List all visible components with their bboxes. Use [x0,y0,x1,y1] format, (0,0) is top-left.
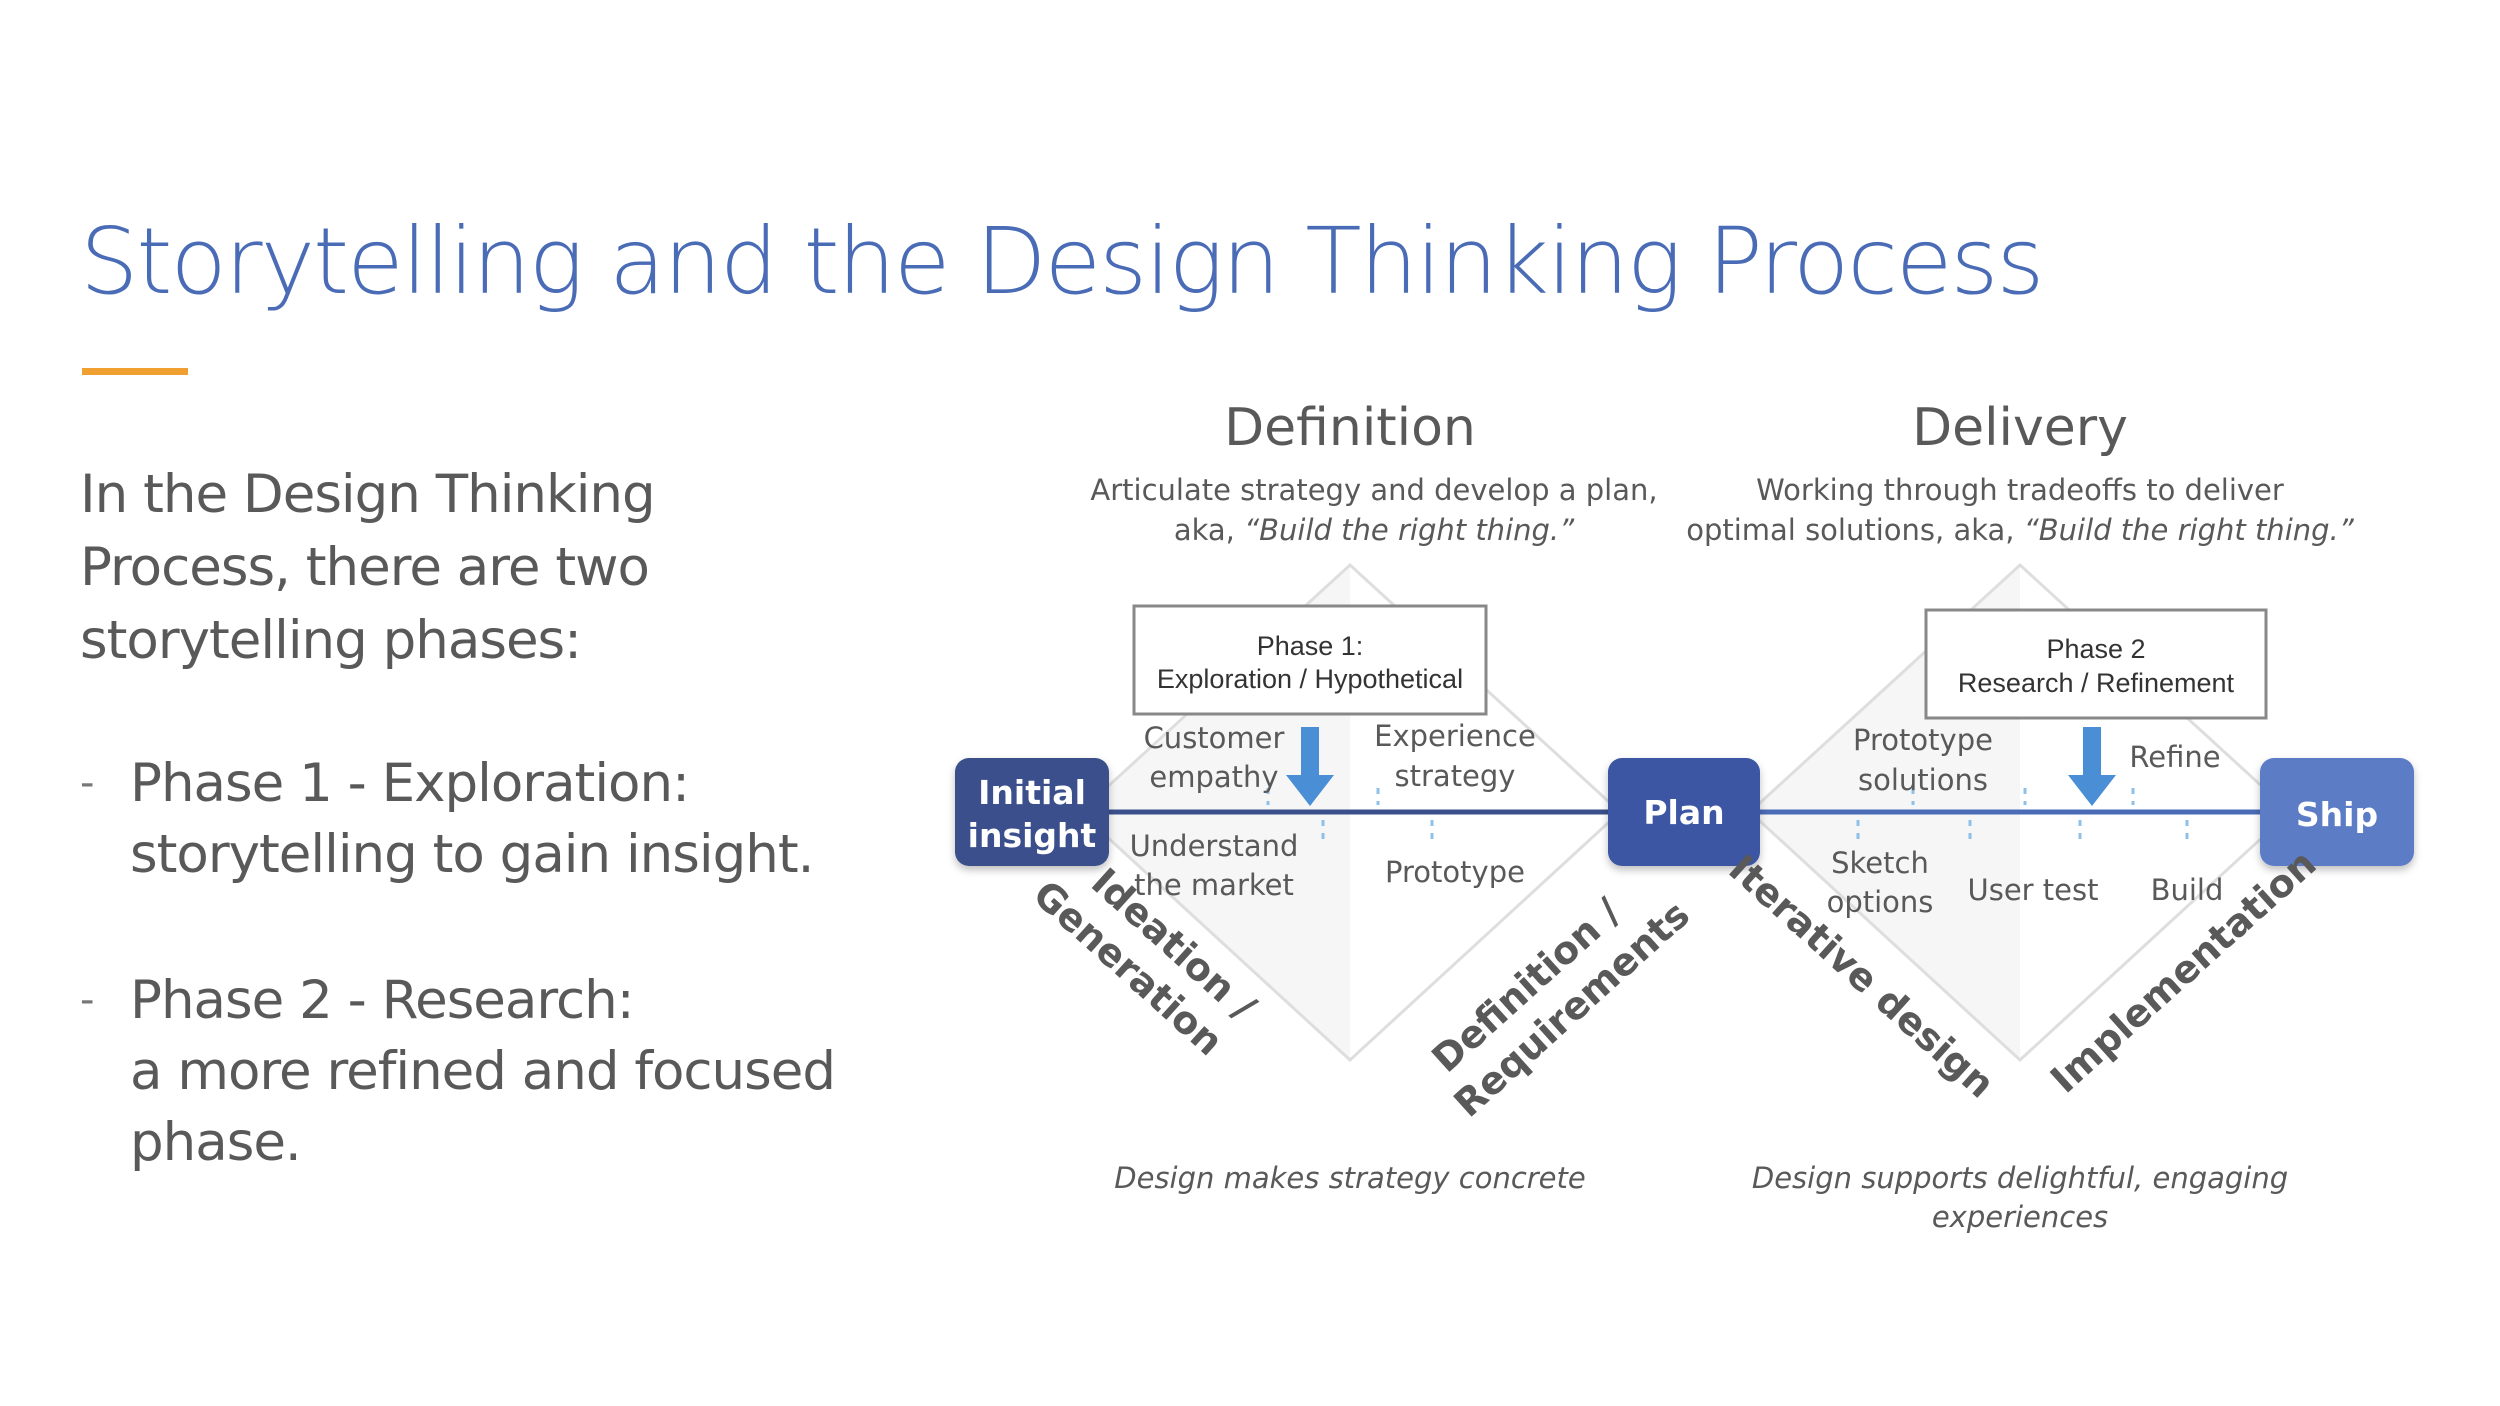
step-user-test: User test [1967,873,2098,907]
step-prototype-solutions-2: solutions [1858,763,1988,797]
step-customer-empathy-2: empathy [1149,760,1278,794]
phase-1-arrow-icon [1286,727,1334,806]
step-prototype: Prototype [1385,855,1525,889]
bullet-phase-2: - Phase 2 - Research: a more refined and… [80,965,860,1178]
phase-1-line2: Exploration / Hypothetical [1157,664,1463,694]
delivery-desc-line2: optimal solutions, aka, “Build the right… [1686,513,2355,547]
step-prototype-solutions-1: Prototype [1853,723,1993,757]
bullet-line: Phase 2 - Research: [130,970,635,1031]
step-sketch-options-2: options [1827,885,1934,919]
intro-text: In the Design Thinking Process, there ar… [80,464,656,671]
phase-1-line1: Phase 1: [1257,631,1364,661]
bullet-dash: - [80,977,94,1023]
definition-desc-quote: “Build the right thing.” [1244,513,1575,547]
bullet-phase-1: - Phase 1 - Exploration: storytelling to… [80,748,860,890]
delivery-caption-line2: experiences [1932,1200,2108,1234]
step-experience-strategy-1: Experience [1374,719,1536,753]
node-ship: Ship [2260,758,2414,866]
step-understand-market-1: Understand [1130,829,1299,863]
delivery-heading: Delivery [1912,398,2128,458]
node-plan: Plan [1608,758,1760,866]
step-experience-strategy-2: strategy [1395,759,1516,793]
node-initial-insight: Initial insight [955,758,1109,866]
delivery-desc-quote: “Build the right thing.” [2024,513,2355,547]
bullet-line: phase. [130,1112,302,1173]
phase-1-box: Phase 1: Exploration / Hypothetical [1132,604,1488,716]
step-tick-marks [1266,788,2189,840]
definition-desc-line1: Articulate strategy and develop a plan, [1090,473,1657,507]
step-refine: Refine [2129,740,2220,774]
step-sketch-options-1: Sketch [1831,846,1929,880]
node-initial-line2: insight [968,816,1097,855]
definition-desc-line2: aka, “Build the right thing.” [1174,513,1575,547]
slide-title: Storytelling and the Design Thinking Pro… [80,208,2044,315]
phase-2-line2: Research / Refinement [1958,668,2235,698]
node-initial-line1: Initial [978,773,1086,812]
node-ship-label: Ship [2296,795,2378,834]
bullet-line: storytelling to gain insight. [130,824,814,885]
bullet-dash: - [80,760,94,806]
delivery-caption-line1: Design supports delightful, engaging [1752,1161,2288,1195]
definition-desc-prefix: aka, [1174,513,1244,547]
title-accent-rule [82,368,188,375]
bullet-line: a more refined and focused [130,1041,836,1102]
step-understand-market-2: the market [1134,868,1294,902]
delivery-desc-line1: Working through tradeoffs to deliver [1756,473,2284,507]
phase-2-line1: Phase 2 [2046,634,2145,664]
phase-2-arrow-icon [2068,727,2116,806]
definition-caption: Design makes strategy concrete [1114,1161,1586,1195]
phase-2-box: Phase 2 Research / Refinement [1924,608,2268,720]
step-build: Build [2151,873,2224,907]
bullet-line: Phase 1 - Exploration: [130,753,690,814]
delivery-desc-prefix: optimal solutions, aka, [1686,513,2024,547]
node-plan-label: Plan [1643,793,1724,832]
step-customer-empathy-1: Customer [1144,721,1285,755]
definition-heading: Definition [1224,398,1476,458]
